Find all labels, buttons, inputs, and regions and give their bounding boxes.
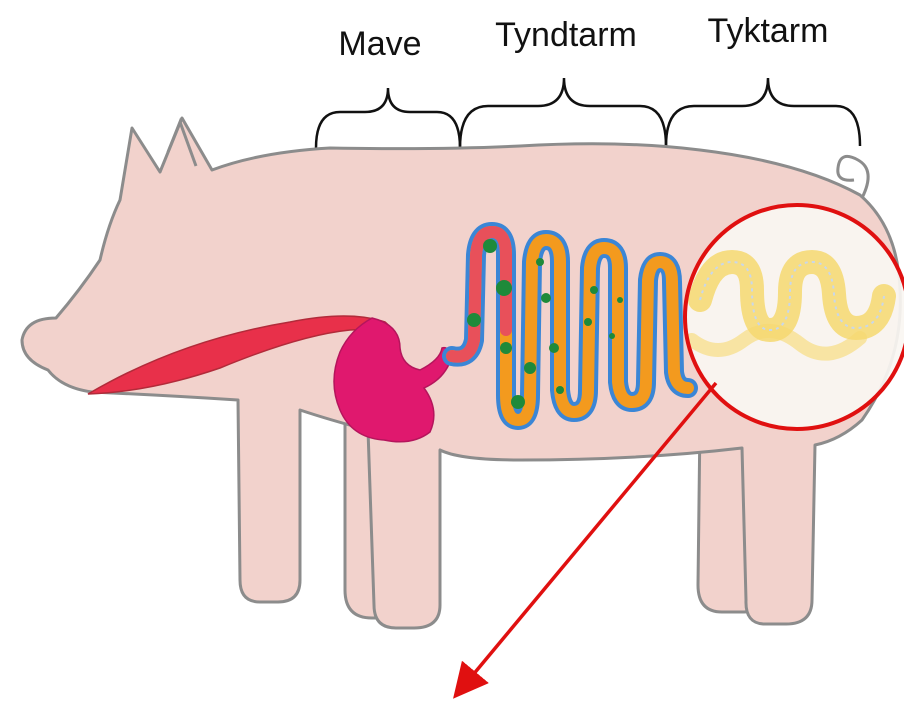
magnifier-circle (685, 205, 904, 429)
brace-stomach (316, 88, 460, 148)
brace-small-intestine (460, 78, 666, 148)
label-large-intestine: Tyktarm (708, 12, 829, 50)
label-small-intestine: Tyndtarm (495, 16, 637, 54)
label-stomach: Mave (338, 25, 421, 63)
brace-large-intestine (666, 78, 860, 146)
